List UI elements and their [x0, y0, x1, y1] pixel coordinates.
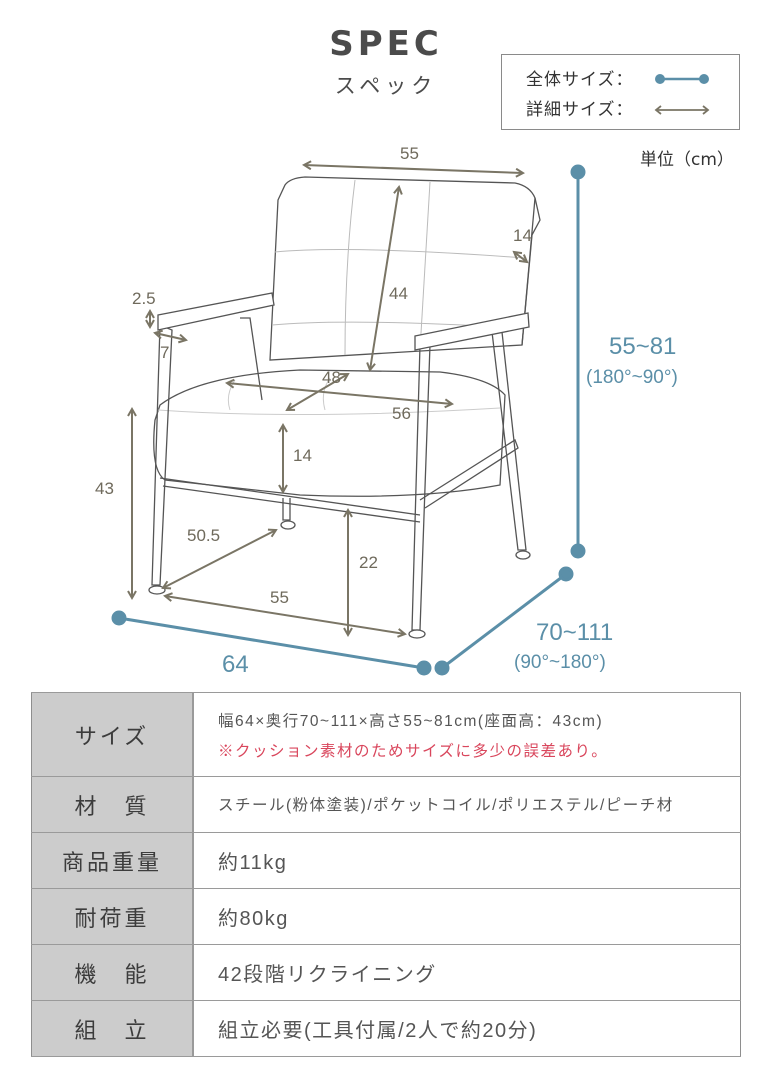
table-row: 材 質 スチール(粉体塗装)/ポケットコイル/ポリエステル/ピーチ材: [31, 776, 741, 833]
dim-backrest-width: 55: [400, 144, 419, 163]
dimension-legend: 全体サイズ： 詳細サイズ：: [501, 54, 740, 130]
spec-value-weight: 約11kg: [193, 832, 741, 889]
dim-overall-depth-angle: (90°~180°): [514, 652, 606, 673]
dim-overall-depth: 70~111: [536, 619, 614, 646]
spec-key-size: サイズ: [31, 692, 194, 777]
table-row: 耐荷重 約80kg: [31, 888, 741, 945]
table-row: 組 立 組立必要(工具付属/2人で約20分): [31, 1000, 741, 1057]
table-row: 機 能 42段階リクライニング: [31, 944, 741, 1001]
spec-value-load: 約80kg: [193, 888, 741, 945]
unit-label: 単位（cm）: [640, 150, 734, 170]
dim-seat-height: 43: [95, 479, 114, 498]
material-value-text: スチール(粉体塗装)/ポケットコイル/ポリエステル/ピーチ材: [218, 797, 674, 814]
spec-value-function: 42段階リクライニング: [193, 944, 741, 1001]
dim-overall-height-angle: (180°~90°): [586, 367, 678, 388]
dim-overall-width: 64: [222, 651, 249, 678]
dim-armrest-width: 7: [160, 343, 170, 362]
dim-overall-height: 55~81: [609, 333, 677, 360]
dim-seat-cushion: 14: [293, 446, 312, 465]
dim-seat-depth: 48: [322, 368, 341, 387]
size-value-text: 幅64×奥行70~111×高さ55~81cm(座面高：43cm): [218, 712, 604, 730]
spec-value-assembly: 組立必要(工具付属/2人で約20分): [193, 1000, 741, 1057]
chair-diagram: [111, 160, 586, 676]
table-row: サイズ 幅64×奥行70~111×高さ55~81cm(座面高：43cm) ※クッ…: [31, 692, 741, 777]
spec-key-assembly: 組 立: [31, 1000, 194, 1057]
spec-value-size: 幅64×奥行70~111×高さ55~81cm(座面高：43cm) ※クッション素…: [193, 692, 741, 777]
spec-value-material: スチール(粉体塗装)/ポケットコイル/ポリエステル/ピーチ材: [193, 776, 741, 833]
table-row: 商品重量 約11kg: [31, 832, 741, 889]
page-title: SPEC: [329, 24, 443, 64]
spec-key-material: 材 質: [31, 776, 194, 833]
legend-overall-label: 全体サイズ：: [526, 70, 634, 90]
dim-leg-depth: 50.5: [187, 526, 221, 545]
spec-key-weight: 商品重量: [31, 832, 194, 889]
double-arrow-icon: [654, 105, 710, 115]
size-tolerance-note: ※クッション素材のためサイズに多少の誤差あり。: [218, 742, 609, 760]
spec-table: サイズ 幅64×奥行70~111×高さ55~81cm(座面高：43cm) ※クッ…: [31, 692, 741, 1057]
spec-key-function: 機 能: [31, 944, 194, 1001]
overall-dimension-lines: [111, 164, 586, 676]
chair-outline: [148, 176, 541, 639]
dim-backrest-depth: 14: [513, 226, 532, 245]
dim-armrest-thickness: 2.5: [132, 289, 156, 308]
dim-seat-width: 56: [392, 404, 411, 423]
dim-leg-width: 55: [270, 588, 289, 607]
detail-dimension-arrows: [127, 160, 529, 638]
dim-under-clearance: 22: [359, 553, 378, 572]
page-subtitle: スペック: [334, 74, 438, 98]
dot-line-icon: [655, 74, 709, 84]
legend-detail-label: 詳細サイズ：: [526, 100, 634, 120]
dim-backrest-height: 44: [389, 284, 408, 303]
spec-key-load: 耐荷重: [31, 888, 194, 945]
